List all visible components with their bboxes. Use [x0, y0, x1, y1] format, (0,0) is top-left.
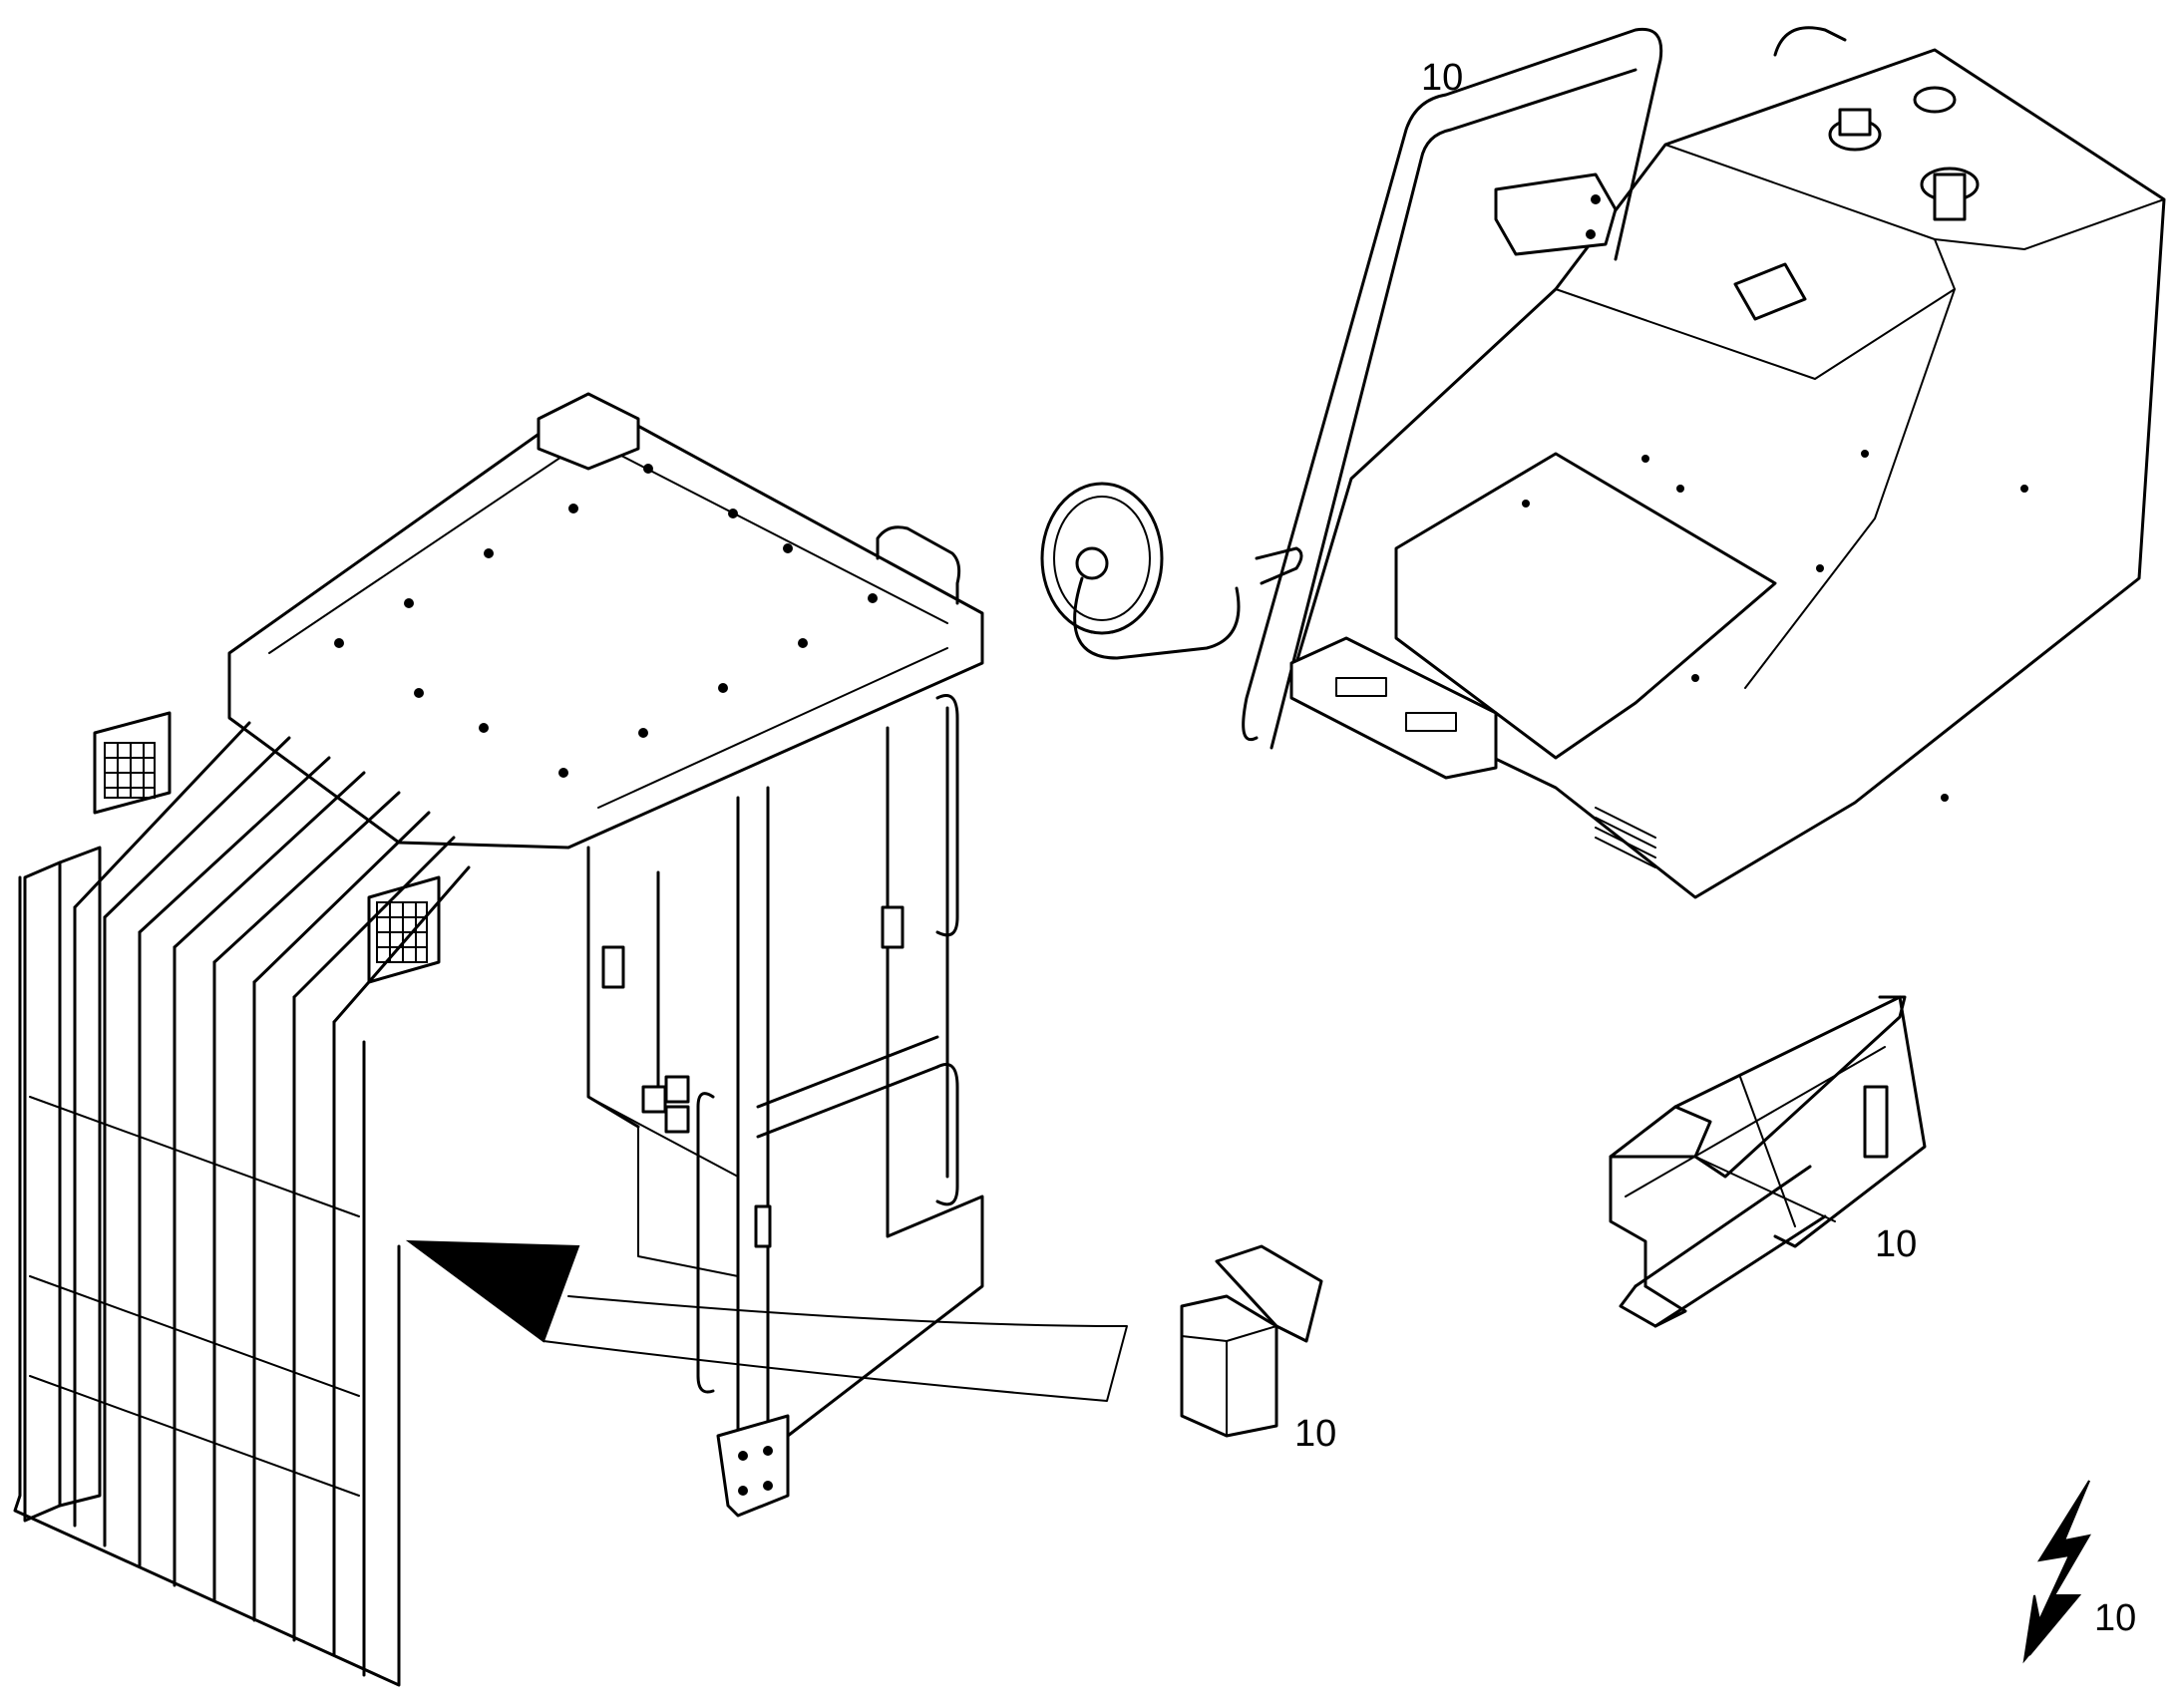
front-left-work-light	[93, 711, 172, 815]
steering-bracket	[1494, 172, 1618, 256]
mounting-bracket-assembly: 10	[1609, 995, 1927, 1328]
control-panel	[1289, 636, 1498, 780]
rear-roof-bracket	[537, 392, 640, 471]
block-callout-label: 10	[1294, 1413, 1336, 1455]
cab-frame-assembly	[13, 392, 984, 1687]
platform-body	[1294, 48, 2166, 899]
cab-callout-label: 10	[1421, 57, 1463, 99]
door-hinge-plate	[716, 1414, 790, 1518]
steering-column-frame	[1242, 27, 1663, 742]
electrical-callout-label: 10	[2094, 1597, 2136, 1639]
tank-filler-caps	[1773, 26, 1980, 221]
cab-side-frame	[586, 694, 984, 1518]
roof-bolts	[334, 464, 878, 778]
side-grab-handle	[935, 694, 959, 937]
bracket-callout-label: 10	[1875, 1223, 1917, 1265]
access-cover-plate	[1733, 262, 1807, 321]
detail-view-arrow	[405, 1239, 1128, 1402]
roof-handle	[876, 525, 961, 605]
bracket-terminal-block	[1863, 1085, 1889, 1159]
front-guard-grille	[13, 721, 471, 1687]
seat-recess	[1394, 452, 1777, 760]
cushion-block-part: 10	[1180, 1244, 1336, 1455]
cab-roof-panel	[227, 397, 984, 850]
vent-grille	[1595, 807, 1656, 868]
operator-platform-assembly: 10	[1040, 26, 2166, 899]
side-mirror	[1040, 482, 1303, 660]
platform-bolts	[1522, 450, 2028, 802]
front-right-work-light	[367, 875, 441, 984]
lightning-bolt-icon: 10	[2022, 1480, 2136, 1664]
hydraulic-fittings	[641, 1075, 690, 1134]
